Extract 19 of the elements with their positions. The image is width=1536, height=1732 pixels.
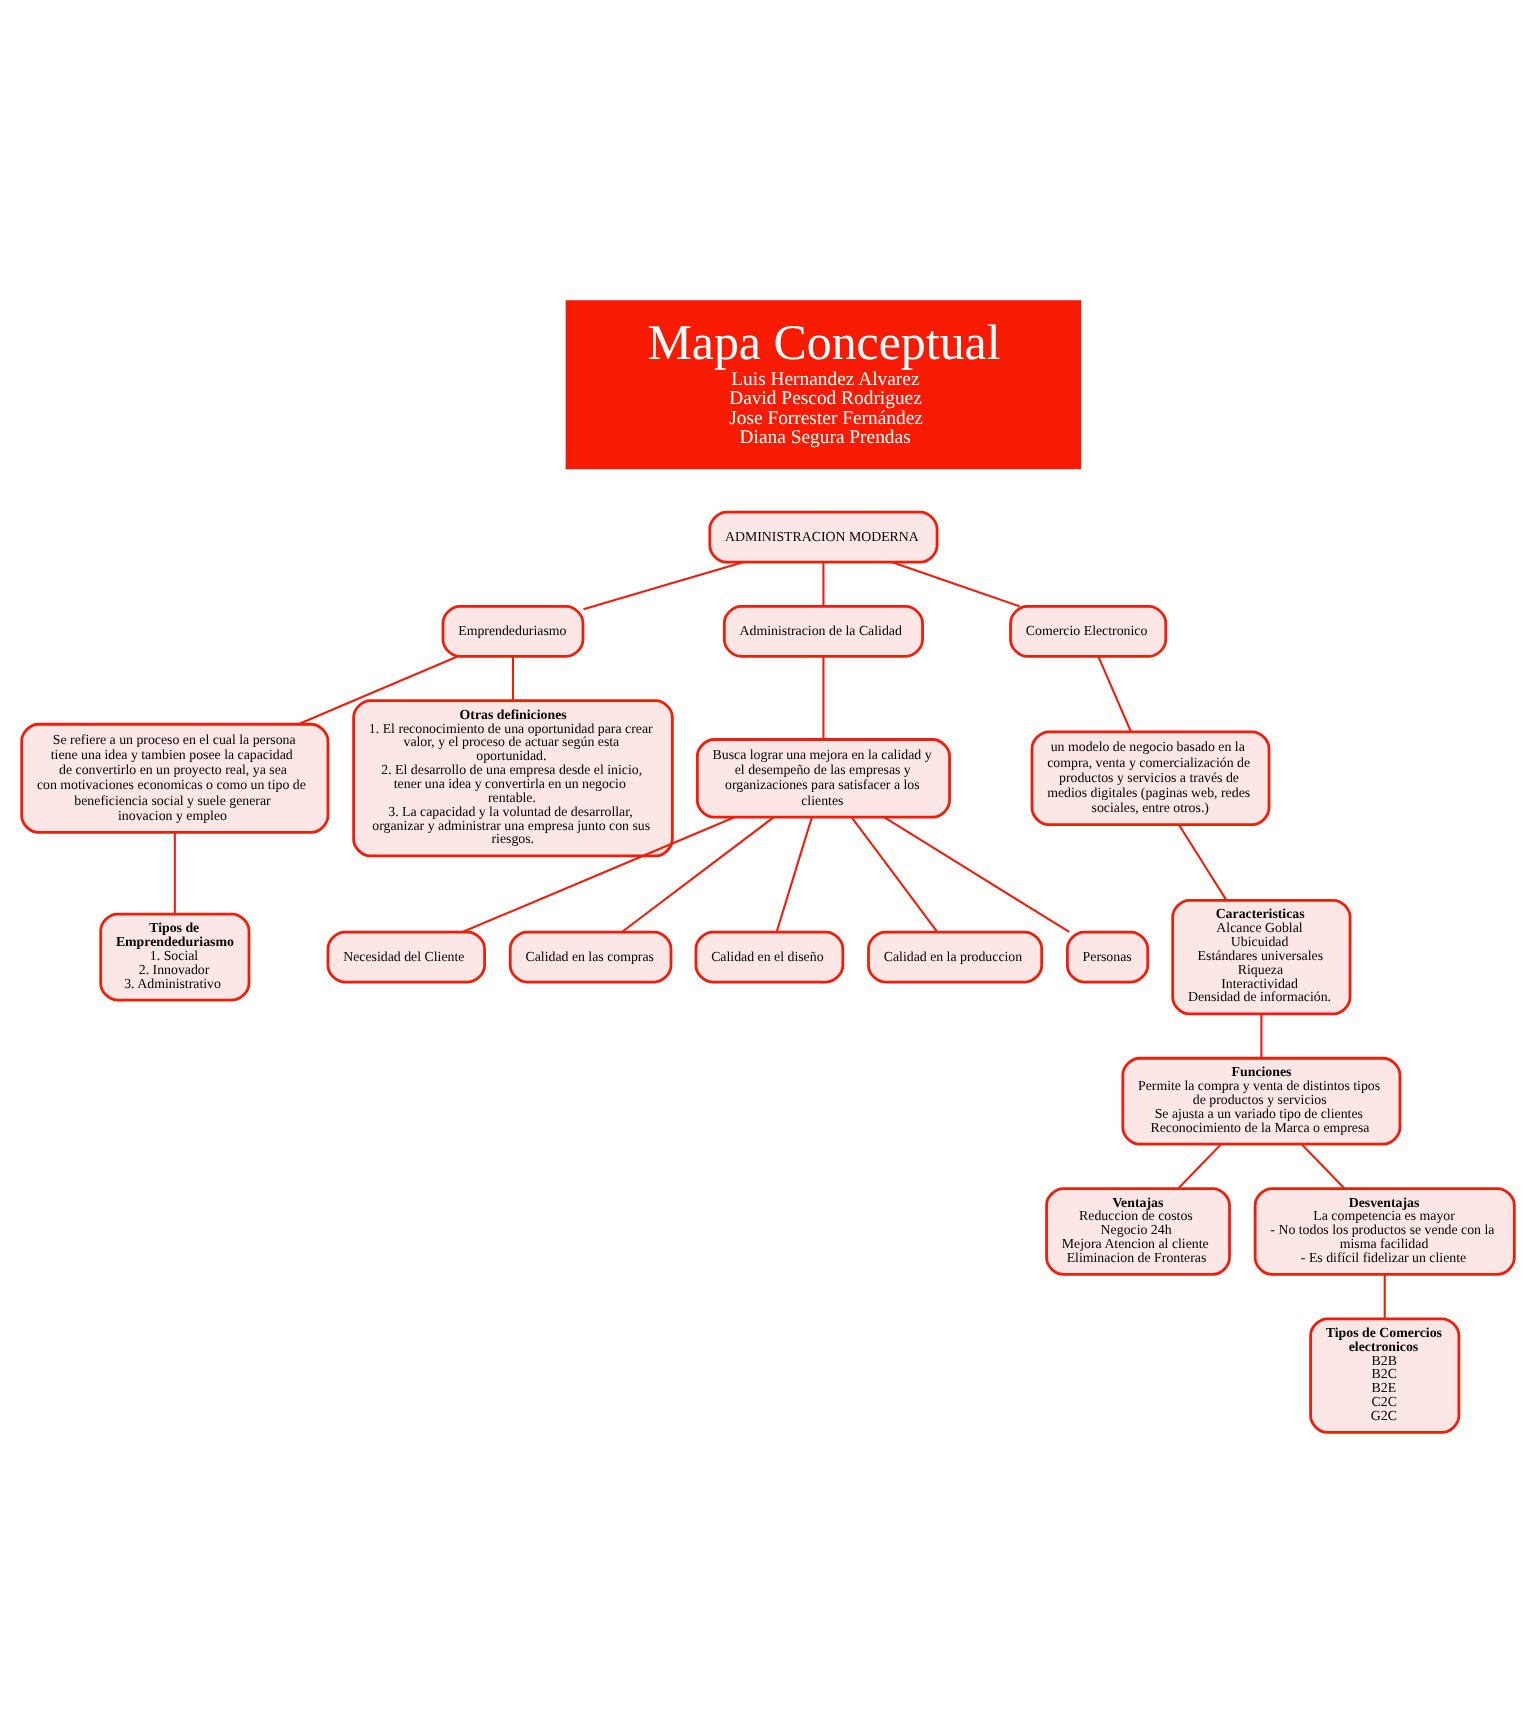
connector bbox=[775, 816, 813, 932]
connector bbox=[173, 831, 176, 914]
connector bbox=[298, 654, 458, 725]
connector bbox=[621, 815, 775, 932]
connector bbox=[1260, 1012, 1263, 1058]
connector bbox=[822, 561, 825, 605]
connector bbox=[1177, 1142, 1222, 1188]
connector bbox=[850, 815, 939, 932]
connector bbox=[891, 560, 1020, 607]
connector bbox=[462, 815, 735, 932]
connector bbox=[583, 560, 744, 610]
connector bbox=[1383, 1273, 1386, 1318]
connector bbox=[822, 655, 825, 738]
connector bbox=[1097, 655, 1132, 731]
connector bbox=[883, 815, 1070, 932]
connector bbox=[1301, 1142, 1345, 1188]
node-box: Mapa Conceptual Luis Hernandez Alvarez David Pescod Rodriguez Jose Forrester Fernández Diana Segura Prendas bbox=[565, 299, 1082, 469]
connector bbox=[1178, 823, 1228, 900]
connector bbox=[511, 655, 515, 700]
